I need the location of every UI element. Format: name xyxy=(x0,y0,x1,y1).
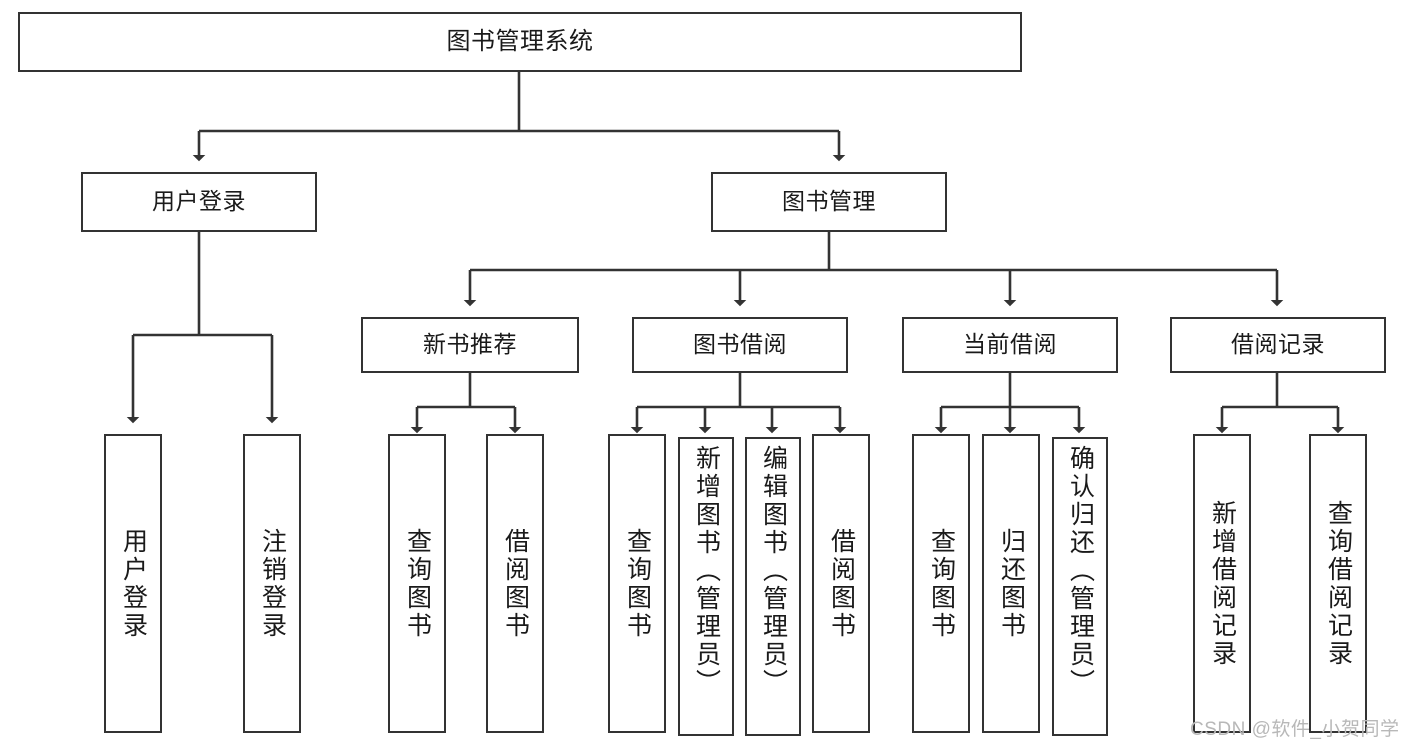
watermark-text: CSDN @软件_小贺同学 xyxy=(1190,719,1400,740)
leaf-return-book[interactable]: 归还图书 xyxy=(982,434,1040,733)
leaf-user-login[interactable]: 用户登录 xyxy=(104,434,162,733)
node-label: 借阅记录 xyxy=(1231,331,1325,358)
leaf-confirm-return-admin[interactable]: 确认归还（管理员） xyxy=(1052,437,1108,736)
node-label: 新增图书（管理员） xyxy=(692,445,721,697)
node-label: 借阅图书 xyxy=(827,527,856,640)
leaf-query-book-borrow[interactable]: 查询图书 xyxy=(608,434,666,733)
node-book-management-system[interactable]: 图书管理系统 xyxy=(18,12,1022,72)
leaf-query-book-current[interactable]: 查询图书 xyxy=(912,434,970,733)
leaf-query-borrow-record[interactable]: 查询借阅记录 xyxy=(1309,434,1367,733)
node-user-login[interactable]: 用户登录 xyxy=(81,172,317,232)
node-label: 图书管理 xyxy=(782,188,876,215)
node-current-borrow[interactable]: 当前借阅 xyxy=(902,317,1118,373)
node-label: 注销登录 xyxy=(258,527,287,640)
node-borrow-record[interactable]: 借阅记录 xyxy=(1170,317,1386,373)
node-label: 查询借阅记录 xyxy=(1324,499,1353,668)
leaf-add-borrow-record[interactable]: 新增借阅记录 xyxy=(1193,434,1251,733)
leaf-borrow-book[interactable]: 借阅图书 xyxy=(812,434,870,733)
node-label: 查询图书 xyxy=(623,527,652,640)
node-label: 当前借阅 xyxy=(963,331,1057,358)
leaf-logout[interactable]: 注销登录 xyxy=(243,434,301,733)
leaf-borrow-book-recommend[interactable]: 借阅图书 xyxy=(486,434,544,733)
node-label: 图书借阅 xyxy=(693,331,787,358)
node-label: 用户登录 xyxy=(119,527,148,640)
node-label: 借阅图书 xyxy=(501,527,530,640)
node-label: 查询图书 xyxy=(927,527,956,640)
node-book-borrow[interactable]: 图书借阅 xyxy=(632,317,848,373)
node-label: 图书管理系统 xyxy=(446,27,594,55)
node-label: 新书推荐 xyxy=(423,331,517,358)
node-label: 归还图书 xyxy=(997,527,1026,640)
leaf-edit-book-admin[interactable]: 编辑图书（管理员） xyxy=(745,437,801,736)
node-label: 查询图书 xyxy=(403,527,432,640)
node-new-book-recommend[interactable]: 新书推荐 xyxy=(361,317,579,373)
node-label: 新增借阅记录 xyxy=(1208,499,1237,668)
leaf-query-book-recommend[interactable]: 查询图书 xyxy=(388,434,446,733)
leaf-add-book-admin[interactable]: 新增图书（管理员） xyxy=(678,437,734,736)
node-book-management[interactable]: 图书管理 xyxy=(711,172,947,232)
node-label: 确认归还（管理员） xyxy=(1066,445,1095,697)
node-label: 编辑图书（管理员） xyxy=(759,445,788,697)
node-label: 用户登录 xyxy=(152,188,246,215)
